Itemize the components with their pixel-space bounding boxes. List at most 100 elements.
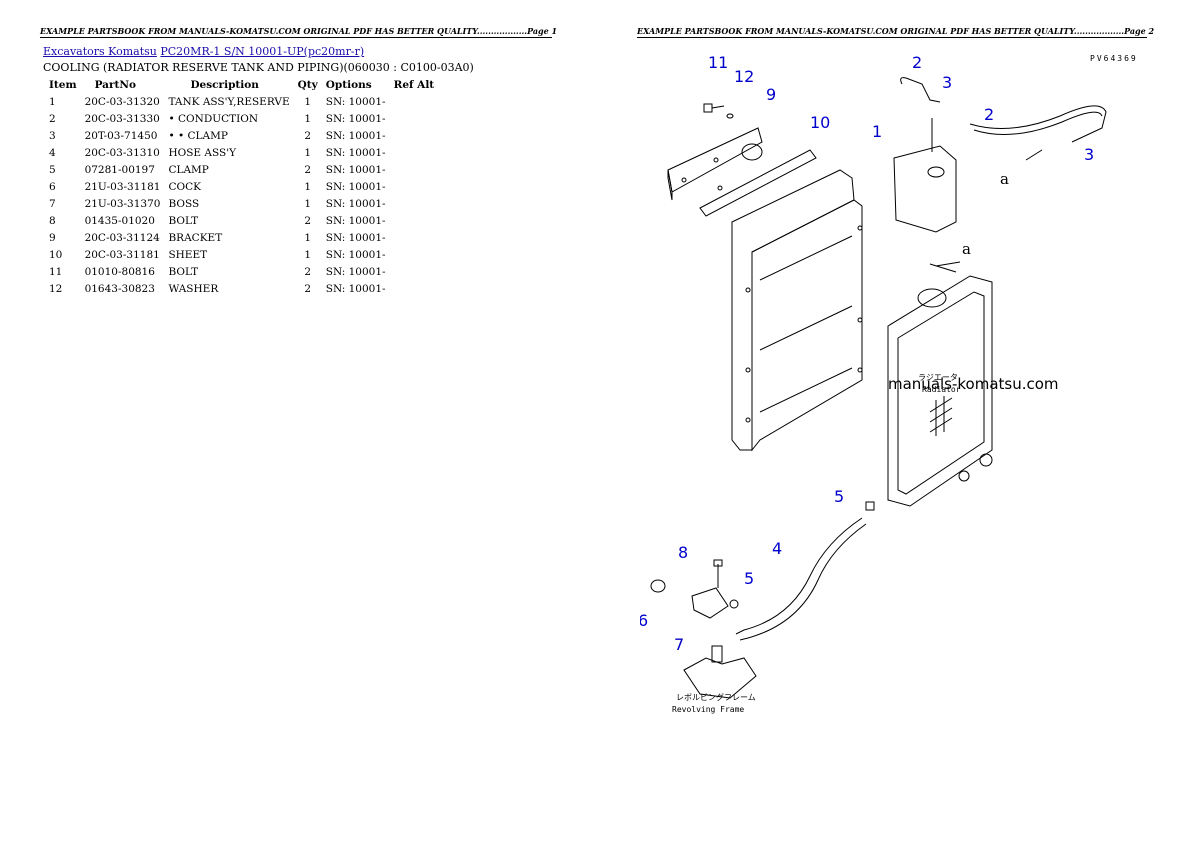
cell-options: SN: 10001- (325, 197, 386, 210)
shroud-drawing (731, 169, 863, 452)
parts-diagram: a a ラジエータ Radiator レボルビングフレーム Revolving … (640, 53, 1107, 714)
cell-qty: 2 (304, 214, 312, 227)
table-row: 2 20C-03-31330 • CONDUCTION 1 SN: 10001- (43, 110, 438, 127)
callout-4: 4 (772, 539, 782, 558)
cell-options: SN: 10001- (325, 265, 386, 278)
cell-refalt (390, 195, 439, 212)
col-header-refalt: Ref Alt (393, 79, 435, 91)
cell-options: SN: 10001- (325, 214, 386, 227)
cell-refalt (390, 127, 439, 144)
cell-refalt (390, 246, 439, 263)
cell-description: BOLT (168, 265, 199, 278)
cell-partno: 01643-30823 (84, 282, 155, 295)
cell-partno: 20C-03-31124 (84, 231, 160, 244)
cell-refalt (390, 178, 439, 195)
col-header-item: Item (49, 79, 77, 91)
cell-qty: 1 (304, 231, 312, 244)
cell-options: SN: 10001- (325, 146, 386, 159)
cell-qty: 2 (304, 282, 312, 295)
col-header-description: Description (190, 79, 259, 91)
ref-a-lower: a (962, 240, 971, 258)
cell-partno: 20T-03-71450 (84, 129, 158, 142)
page-2-header: EXAMPLE PARTSBOOK FROM MANUALS-KOMATSU.C… (637, 26, 1155, 38)
breadcrumb: Excavators Komatsu PC20MR-1 S/N 10001-UP… (43, 45, 364, 58)
cell-partno: 21U-03-31181 (84, 180, 161, 193)
cell-refalt (390, 280, 439, 297)
cell-description: • • CLAMP (168, 129, 228, 142)
callout-3-upper: 3 (942, 73, 952, 92)
bolt-washer-drawing (703, 103, 734, 119)
bracket-drawing (667, 127, 817, 217)
page-1-header: EXAMPLE PARTSBOOK FROM MANUALS-KOMATSU.C… (40, 26, 558, 38)
cell-description: CLAMP (168, 163, 209, 176)
cell-description: BOLT (168, 214, 199, 227)
callout-5-lower: 5 (744, 569, 754, 588)
cell-item: 8 (49, 214, 56, 227)
radiator-label-en: Radiator (922, 385, 961, 394)
callout-2-right: 2 (984, 105, 994, 124)
callout-7: 7 (674, 635, 684, 654)
cell-item: 5 (49, 163, 56, 176)
callout-9: 9 (766, 85, 776, 104)
cell-partno: 21U-03-31370 (84, 197, 161, 210)
cell-item: 3 (49, 129, 56, 142)
cell-options: SN: 10001- (325, 180, 386, 193)
cell-options: SN: 10001- (325, 112, 386, 125)
parts-table: Item PartNo Description Qty Options Ref … (43, 77, 438, 297)
callout-6: 6 (640, 611, 648, 630)
cell-refalt (390, 229, 439, 246)
cell-description: • CONDUCTION (168, 112, 259, 125)
callout-3-right: 3 (1084, 145, 1094, 164)
cell-partno: 20C-03-31181 (84, 248, 160, 261)
section-title: COOLING (RADIATOR RESERVE TANK AND PIPIN… (43, 61, 474, 74)
cell-refalt (390, 110, 439, 127)
overflow-tube-drawing (969, 105, 1107, 161)
table-row: 7 21U-03-31370 BOSS 1 SN: 10001- (43, 195, 438, 212)
cell-qty: 1 (304, 95, 312, 108)
cell-description: SHEET (168, 248, 208, 261)
cell-refalt (390, 144, 439, 161)
cell-options: SN: 10001- (325, 282, 386, 295)
ref-a-upper: a (1000, 170, 1009, 188)
cell-refalt (390, 212, 439, 229)
radiator-drawing (887, 263, 993, 507)
cell-description: WASHER (168, 282, 219, 295)
cell-qty: 1 (304, 146, 312, 159)
cell-partno: 20C-03-31330 (84, 112, 160, 125)
cell-item: 7 (49, 197, 56, 210)
col-header-options: Options (325, 79, 372, 91)
cell-qty: 2 (304, 265, 312, 278)
cell-item: 6 (49, 180, 56, 193)
frame-label-en: Revolving Frame (672, 705, 744, 714)
drawing-code: PV64369 (1090, 54, 1138, 63)
breadcrumb-link-category[interactable]: Excavators Komatsu (43, 45, 157, 58)
cell-qty: 1 (304, 197, 312, 210)
cell-item: 12 (49, 282, 63, 295)
cell-description: COCK (168, 180, 201, 193)
cell-description: BRACKET (168, 231, 223, 244)
cell-qty: 2 (304, 163, 312, 176)
cell-partno: 01435-01020 (84, 214, 155, 227)
callout-12: 12 (734, 67, 754, 86)
cell-qty: 1 (304, 248, 312, 261)
cell-qty: 1 (304, 112, 312, 125)
watermark: manuals-komatsu.com (888, 375, 1059, 393)
cell-item: 10 (49, 248, 63, 261)
cell-options: SN: 10001- (325, 129, 386, 142)
cell-item: 11 (49, 265, 63, 278)
reserve-tank-drawing (893, 77, 957, 233)
col-header-partno: PartNo (94, 79, 136, 91)
cell-item: 2 (49, 112, 56, 125)
cell-description: BOSS (168, 197, 200, 210)
breadcrumb-link-model[interactable]: PC20MR-1 S/N 10001-UP(pc20mr-r) (160, 45, 365, 58)
cell-partno: 20C-03-31320 (84, 95, 160, 108)
table-row: 12 01643-30823 WASHER 2 SN: 10001- (43, 280, 438, 297)
cell-qty: 2 (304, 129, 312, 142)
